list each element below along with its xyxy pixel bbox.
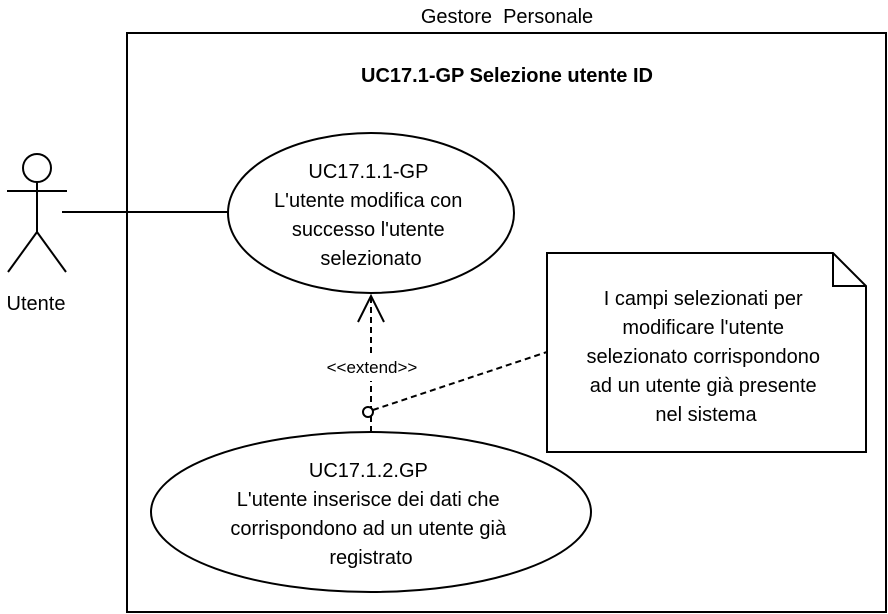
use-case-line: L'utente inserisce dei dati che <box>237 489 500 511</box>
note-line: ad un utente già presente <box>590 375 817 397</box>
system-label: Gestore Personale <box>421 6 593 28</box>
use-case-label: UC17.1.2.GP L'utente inserisce dei dati … <box>230 460 511 569</box>
extend-label: <<extend>> <box>327 358 418 377</box>
use-case-line: L'utente modifica con <box>274 190 462 212</box>
note-shape <box>546 252 867 453</box>
note-line: nel sistema <box>655 404 757 426</box>
note[interactable]: I campi selezionati per modificare l'ute… <box>546 252 867 453</box>
open-arrowhead-icon <box>357 293 385 323</box>
use-case-line: registrato <box>329 547 412 569</box>
note-line: selezionato corrispondono <box>586 346 820 368</box>
use-case-line: corrispondono ad un utente già <box>230 518 507 540</box>
note-text: I campi selezionati per modificare l'ute… <box>586 288 825 426</box>
use-case-ellipse <box>227 132 515 294</box>
note-line: modificare l'utente <box>622 317 784 339</box>
note-line: I campi selezionati per <box>604 288 803 310</box>
note-anchor-line[interactable] <box>372 351 548 411</box>
actor-utente[interactable]: Utente <box>7 153 67 315</box>
use-case-line: UC17.1.1-GP <box>308 161 428 183</box>
use-case-label: UC17.1.1-GP L'utente modifica con succes… <box>274 161 468 270</box>
extension-point-icon <box>362 406 374 418</box>
note-fold-icon <box>832 253 866 287</box>
actor-label: Utente <box>7 293 66 315</box>
actor-left-leg <box>7 231 38 273</box>
use-case-modifica-successo[interactable]: UC17.1.1-GP L'utente modifica con succes… <box>227 132 515 294</box>
extend-relationship[interactable]: <<extend>> <box>327 293 418 432</box>
use-case-dati-registrati[interactable]: UC17.1.2.GP L'utente inserisce dei dati … <box>150 431 592 593</box>
actor-head <box>22 153 52 183</box>
use-case-line: successo l'utente <box>292 219 445 241</box>
use-case-line: UC17.1.2.GP <box>309 460 428 482</box>
system-title: UC17.1-GP Selezione utente ID <box>361 65 653 87</box>
use-case-line: selezionato <box>320 248 421 270</box>
actor-right-leg <box>36 231 67 273</box>
